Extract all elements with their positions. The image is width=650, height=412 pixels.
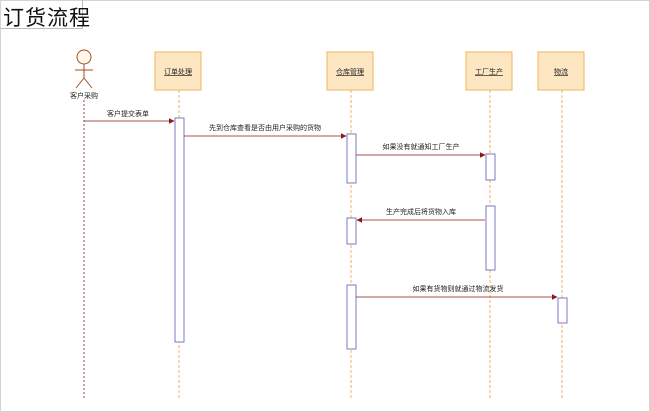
activation-order-processing bbox=[174, 117, 185, 343]
activation-factory-1 bbox=[485, 153, 496, 181]
title-frame bbox=[0, 0, 83, 29]
message-ship-logistics[interactable]: 如果有货物则就通过物流发货 bbox=[356, 284, 558, 300]
participant-label: 物流 bbox=[554, 67, 568, 76]
actor-customer[interactable]: 客户采购 bbox=[70, 49, 98, 100]
message-label: 如果没有就通知工厂生产 bbox=[383, 142, 460, 151]
activation-factory-2 bbox=[485, 205, 496, 271]
participant-logistics[interactable]: 物流 bbox=[537, 51, 585, 91]
message-notify-factory[interactable]: 如果没有就通知工厂生产 bbox=[356, 142, 486, 158]
participant-order-processing[interactable]: 订单处理 bbox=[154, 51, 202, 91]
message-label: 先到仓库查看是否由用户采购的货物 bbox=[209, 123, 321, 132]
message-label: 生产完成后将货物入库 bbox=[386, 207, 456, 216]
activation-warehouse-2 bbox=[346, 217, 357, 245]
participant-label: 仓库管理 bbox=[336, 67, 364, 76]
message-submit-form[interactable]: 客户提交表单 bbox=[84, 109, 175, 124]
actor-leg-left bbox=[75, 77, 85, 89]
message-label: 如果有货物则就通过物流发货 bbox=[413, 284, 504, 293]
participant-warehouse[interactable]: 仓库管理 bbox=[326, 51, 374, 91]
message-stock-in[interactable]: 生产完成后将货物入库 bbox=[356, 207, 485, 223]
participant-factory[interactable]: 工厂生产 bbox=[465, 51, 513, 91]
participant-header bbox=[154, 51, 202, 91]
activation-warehouse-3 bbox=[346, 284, 357, 350]
participant-header bbox=[465, 51, 513, 91]
actor-head-icon bbox=[76, 49, 92, 65]
actor-leg-right bbox=[83, 77, 93, 89]
participant-label: 订单处理 bbox=[164, 67, 192, 76]
activation-warehouse-1 bbox=[346, 133, 357, 184]
activation-logistics bbox=[557, 297, 568, 324]
message-check-warehouse[interactable]: 先到仓库查看是否由用户采购的货物 bbox=[184, 123, 347, 139]
actor-label: 客户采购 bbox=[70, 91, 98, 100]
diagram-title: 订货流程 bbox=[3, 6, 91, 30]
participant-header bbox=[537, 51, 585, 91]
participant-label: 工厂生产 bbox=[475, 67, 503, 76]
participant-header bbox=[326, 51, 374, 91]
message-label: 客户提交表单 bbox=[107, 109, 149, 118]
